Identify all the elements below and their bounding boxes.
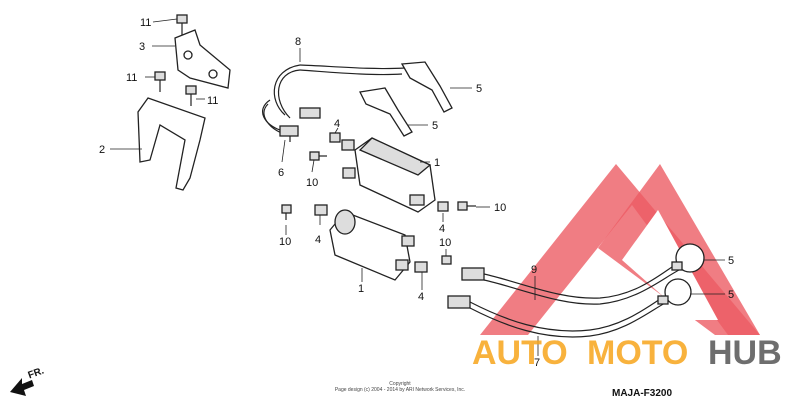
- callout-4-mid: 4: [315, 234, 321, 246]
- diagram-code: MAJA-F3200: [612, 388, 673, 399]
- copyright-notice: Copyright Page design (c) 2004 - 2014 by…: [310, 381, 490, 393]
- spark-plug-lead-9-7: [447, 243, 705, 338]
- watermark-word-auto: AUTO: [472, 334, 568, 372]
- callout-11-top: 11: [140, 17, 151, 29]
- callout-2: 2: [99, 144, 105, 156]
- callout-11-right: 11: [207, 95, 218, 107]
- leader-lines: [110, 18, 725, 356]
- callout-4-top: 4: [334, 118, 340, 130]
- watermark-word-hub: HUB: [708, 334, 782, 372]
- copyright-line-2: Page design (c) 2004 - 2014 by ARI Netwo…: [334, 387, 466, 393]
- callout-3: 3: [139, 41, 145, 53]
- callout-5-right-a: 5: [728, 255, 734, 267]
- bracket-assembly: [137, 14, 231, 191]
- callout-10-c: 10: [494, 202, 506, 214]
- callout-1-upper: 1: [434, 157, 440, 169]
- callout-6: 6: [278, 167, 284, 179]
- callout-10-d: 10: [439, 237, 451, 249]
- callout-4-right: 4: [439, 223, 445, 235]
- callout-5-upper-b: 5: [432, 120, 438, 132]
- callout-10-a: 10: [306, 177, 318, 189]
- copyright-line-1: Copyright: [389, 381, 411, 387]
- callout-10-b: 10: [279, 236, 291, 248]
- callout-1-lower: 1: [358, 283, 364, 295]
- watermark-word-moto: MOTO: [587, 334, 688, 372]
- watermark-logo: [480, 164, 760, 335]
- callout-5-upper-a: 5: [476, 83, 482, 95]
- ignition-coil-upper: [341, 137, 436, 213]
- callout-11-left: 11: [126, 72, 137, 84]
- front-direction-arrow: [10, 378, 34, 396]
- ignition-coil-lower: [329, 209, 415, 281]
- callout-numbers: 11 3 11 11 2 8 5 5 4 1 6 10 10 4 10 4 10…: [99, 17, 734, 369]
- spark-plug-lead-8: [262, 61, 453, 142]
- callout-4-bottom: 4: [418, 291, 424, 303]
- callout-8: 8: [295, 36, 301, 48]
- callout-7: 7: [534, 357, 540, 369]
- watermark-text: AUTO MOTO HUB: [472, 334, 782, 372]
- callout-9: 9: [531, 264, 537, 276]
- callout-5-right-b: 5: [728, 289, 734, 301]
